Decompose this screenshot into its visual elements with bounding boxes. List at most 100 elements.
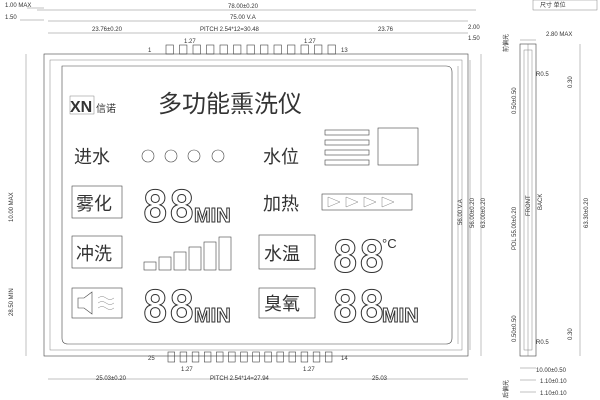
bottom-pin — [228, 351, 236, 363]
rinse-strength-bars — [143, 236, 232, 271]
ozone-unit: MIN — [382, 305, 419, 327]
dot-4 — [211, 149, 225, 163]
brand-logo-box — [69, 95, 95, 115]
side-r-top: R0.5 — [536, 72, 549, 78]
dim-pin-gap-bottom-right: 1.27 — [303, 367, 315, 373]
top-pin — [300, 44, 309, 55]
dim-right-2: 2.00 — [468, 25, 480, 31]
level-bar-1 — [324, 129, 370, 136]
bottom-pin — [167, 351, 175, 363]
bottom-pin — [216, 351, 224, 363]
label-rinse: 冲洗 — [76, 244, 112, 265]
top-pin — [179, 44, 188, 55]
dim-right-5600: 56.00±0.20 — [470, 197, 476, 228]
dot-1 — [141, 149, 155, 163]
bottom-pin — [179, 351, 188, 363]
arrow-4 — [381, 196, 395, 208]
label-atomize: 雾化 — [76, 194, 112, 215]
box-ozone — [258, 287, 316, 319]
side-r-bot: R0.5 — [536, 340, 549, 346]
dim-side-110b: 1.10±0.10 — [540, 391, 567, 397]
bottom-pin — [264, 351, 272, 363]
label-heating: 加热 — [263, 194, 299, 215]
label-water-level: 水位 — [263, 147, 299, 168]
dot-3 — [187, 149, 201, 163]
label-water-in: 进水 — [74, 147, 110, 168]
dim-pitch-top: PITCH 2.54*12=30.48 — [200, 27, 260, 33]
dim-bottom-right-offset: 25.03 — [372, 376, 388, 382]
arrow-2 — [345, 196, 359, 208]
speaker-icon — [77, 291, 93, 315]
top-pin — [314, 44, 323, 55]
pin-bottom-last: 14 — [341, 356, 348, 362]
atomize-unit: MIN — [194, 205, 231, 227]
water-level-bars — [324, 129, 370, 166]
bottom-pin — [300, 351, 309, 363]
dim-overall-width: 78.00±0.20 — [228, 4, 259, 10]
box-water-temp — [258, 234, 316, 270]
level-bar-3 — [324, 149, 370, 156]
dot-2 — [164, 149, 178, 163]
top-pin — [219, 44, 228, 55]
top-pin — [260, 44, 269, 55]
pin-top-last: 13 — [341, 48, 348, 54]
bottom-pin — [191, 351, 200, 363]
strength-bar-6 — [218, 236, 232, 271]
top-pin — [192, 44, 201, 55]
pin-bottom-first: 25 — [148, 356, 155, 362]
side-back-label: BACK — [538, 194, 544, 210]
dim-pitch-bottom: PITCH 2.54*14=27.94 — [210, 376, 270, 382]
box-rinse — [71, 235, 123, 269]
brand-cn: 信诺 — [96, 103, 116, 115]
dim-pin-gap-bottom-left: 1.27 — [181, 367, 193, 373]
strength-bar-4 — [188, 246, 202, 271]
side-top-tag: 前偏光 — [502, 34, 510, 52]
pin-top-first: 1 — [148, 48, 152, 54]
panel-inner-outline — [49, 59, 463, 351]
water-temp-digits: 88 — [332, 232, 385, 283]
dim-right-6300: 63.00±0.20 — [481, 197, 487, 228]
dim-side-050-bot: 0.50±0.50 — [512, 315, 518, 342]
dim-bottom-left-offset: 25.03±0.20 — [96, 376, 127, 382]
dim-left-top-2: 1.50 — [5, 15, 17, 21]
side-bottom-tag: 后偏光 — [502, 380, 510, 398]
strength-bar-1 — [143, 261, 157, 271]
level-bar-4 — [324, 159, 370, 166]
dim-right-150: 1.50 — [468, 36, 480, 42]
dim-top-right-offset: 23.76 — [378, 27, 394, 33]
brand-logo: XN — [70, 99, 92, 116]
dim-side-pdl: PDL 55.00±0.20 — [512, 206, 518, 250]
dim-left-28min: 28.50 MIN — [9, 288, 15, 316]
top-pin — [206, 44, 215, 55]
top-pin — [165, 44, 174, 55]
water-level-tank — [377, 127, 419, 166]
corner-tag: 尺寸 单位 — [540, 1, 566, 9]
dim-side-110a: 1.10±0.10 — [540, 379, 567, 385]
corner-title-box — [532, 0, 598, 11]
box-sound — [71, 287, 123, 319]
ozone-digits: 88 — [332, 282, 385, 333]
top-pin — [246, 44, 255, 55]
panel-outline — [43, 53, 469, 357]
top-pin — [327, 44, 336, 55]
side-view: 前偏光 后偏光 2.80 MAX R0.5 R0.5 0.30 0.50±0.5… — [502, 32, 590, 398]
water-temp-unit: °C — [382, 236, 397, 251]
dim-side-030-top: 0.30 — [568, 76, 574, 88]
heating-arrows — [321, 193, 413, 211]
sound-wave-icon — [97, 296, 115, 310]
water-in-indicator-dots — [141, 149, 225, 163]
box-atomize — [71, 185, 123, 219]
dim-pin-gap-top-right: 1.27 — [304, 39, 316, 45]
strength-bar-3 — [173, 251, 187, 271]
label-ozone: 臭氧 — [264, 294, 300, 315]
viewing-area-outline — [61, 65, 453, 345]
dim-top-left-offset: 23.76±0.20 — [92, 27, 123, 33]
arrow-3 — [363, 196, 377, 208]
device-title: 多功能熏洗仪 — [158, 90, 302, 118]
sound-digits: 88 — [142, 282, 195, 333]
bottom-pin — [288, 351, 296, 363]
dim-side-1000: 10.00±0.50 — [536, 368, 567, 374]
bottom-pin — [240, 351, 248, 363]
dim-side-280: 2.80 MAX — [546, 32, 572, 38]
